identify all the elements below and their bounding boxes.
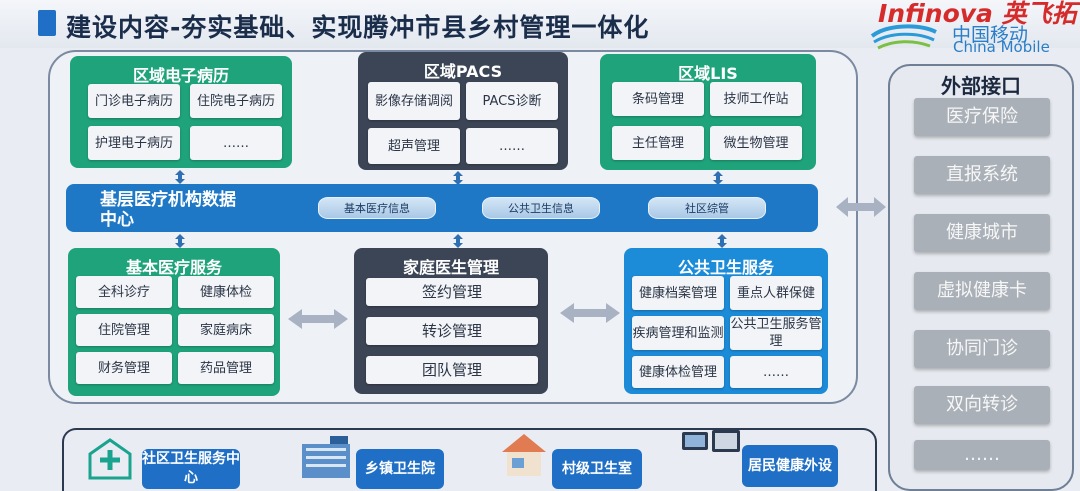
family-doctor-cell: 签约管理 <box>366 278 538 306</box>
bottom-bracket <box>62 428 877 491</box>
china-mobile-logo-english: China Mobile <box>953 38 1050 56</box>
tier-label: 社区卫生服务中心 <box>142 449 240 489</box>
tier-label: 居民健康外设 <box>742 445 838 487</box>
public-health-cell: …… <box>730 356 822 388</box>
family-doctor-cell: 团队管理 <box>366 356 538 384</box>
public-health-cell: 健康体检管理 <box>632 356 724 388</box>
database-cylinder: 社区综管 <box>648 197 766 219</box>
township-hospital-icon <box>300 434 352 480</box>
lis-cell: 技师工作站 <box>710 82 802 116</box>
double-arrow-icon <box>712 171 724 185</box>
double-arrow-icon <box>452 171 464 185</box>
double-arrow-icon <box>452 234 464 248</box>
double-arrow-icon <box>560 302 620 324</box>
title-bar <box>0 0 1080 48</box>
database-cylinder: 基本医疗信息 <box>318 197 436 219</box>
china-mobile-logo-icon <box>868 22 940 50</box>
pacs-cell: …… <box>466 128 558 164</box>
public-health-cell: 疾病管理和监测 <box>632 316 724 350</box>
basic-medical-cell: 健康体检 <box>178 276 274 308</box>
external-interface-item: 双向转诊 <box>914 386 1050 424</box>
pacs-cell: 超声管理 <box>368 128 460 164</box>
lis-cell: 条码管理 <box>612 82 704 116</box>
emr-cell: …… <box>190 126 282 160</box>
emr-cell: 门诊电子病历 <box>88 84 180 118</box>
page-title: 建设内容-夯实基础、实现腾冲市县乡村管理一体化 <box>66 13 650 42</box>
infinova-logo: Infinova 英飞拓 <box>878 0 1077 28</box>
pacs-cell: 影像存储调阅 <box>368 82 460 120</box>
external-interface-item: 健康城市 <box>914 214 1050 252</box>
emr-panel-title: 区域电子病历 <box>132 66 229 85</box>
basic-medical-cell: 全科诊疗 <box>76 276 172 308</box>
double-arrow-icon <box>174 234 186 248</box>
double-arrow-icon <box>836 196 886 218</box>
china-mobile-logo-text: 中国移动 <box>952 24 1029 46</box>
health-devices-icon <box>680 428 742 468</box>
data-center-title: 基层医疗机构数据中心 <box>100 190 236 230</box>
basic-medical-cell: 家庭病床 <box>178 314 274 346</box>
external-interface-item: 虚拟健康卡 <box>914 272 1050 310</box>
external-interface-item: 直报系统 <box>914 156 1050 194</box>
lis-cell: 主任管理 <box>612 126 704 160</box>
basic-medical-cell: 财务管理 <box>76 352 172 384</box>
family-doctor-title: 家庭医生管理 <box>402 258 499 277</box>
basic-medical-title: 基本医疗服务 <box>125 258 222 277</box>
double-arrow-icon <box>174 170 186 184</box>
basic-medical-cell: 住院管理 <box>76 314 172 346</box>
external-interface-item: 医疗保险 <box>914 98 1050 136</box>
external-interface-item: 协同门诊 <box>914 330 1050 368</box>
community-center-icon <box>84 436 136 480</box>
pacs-panel-title: 区域PACS <box>423 62 503 81</box>
database-cylinder: 公共卫生信息 <box>482 197 600 219</box>
emr-cell: 住院电子病历 <box>190 84 282 118</box>
title-accent-mark <box>38 10 56 36</box>
lis-panel-title: 区域LIS <box>678 64 738 83</box>
lis-cell: 微生物管理 <box>710 126 802 160</box>
pacs-cell: PACS诊断 <box>466 82 558 120</box>
public-health-cell: 重点人群保健 <box>730 276 822 310</box>
emr-cell: 护理电子病历 <box>88 126 180 160</box>
external-interface-title: 外部接口 <box>941 74 1021 98</box>
double-arrow-icon <box>288 308 348 330</box>
tier-label: 乡镇卫生院 <box>356 449 444 489</box>
public-health-cell: 公共卫生服务管理 <box>730 316 822 350</box>
public-health-title: 公共卫生服务 <box>677 258 774 277</box>
family-doctor-cell: 转诊管理 <box>366 317 538 345</box>
external-interface-item: …… <box>914 440 1050 470</box>
basic-medical-cell: 药品管理 <box>178 352 274 384</box>
double-arrow-icon <box>716 234 728 248</box>
village-clinic-icon <box>498 430 550 478</box>
tier-label: 村级卫生室 <box>552 449 642 489</box>
public-health-cell: 健康档案管理 <box>632 276 724 310</box>
